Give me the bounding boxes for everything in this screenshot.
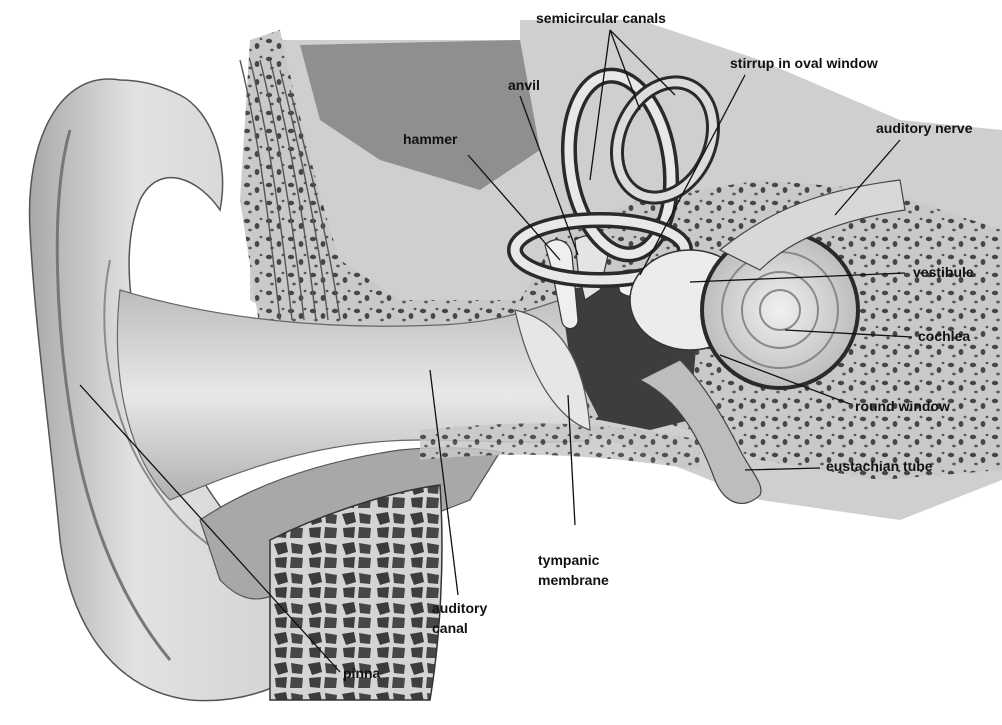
label-hammer: hammer	[403, 131, 457, 148]
label-auditory-nerve: auditory nerve	[876, 120, 972, 137]
label-vestibule: vestibule	[913, 264, 974, 281]
label-round-window: round window	[855, 398, 950, 415]
label-tympanic-membrane-line2: membrane	[538, 572, 609, 589]
label-cochlea: cochlea	[918, 328, 970, 345]
label-tympanic-membrane-line1: tympanic	[538, 552, 599, 569]
label-auditory-canal-line1: auditory	[432, 600, 487, 617]
label-anvil: anvil	[508, 77, 540, 94]
label-auditory-canal-line2: canal	[432, 620, 468, 637]
label-pinna: pinna	[343, 665, 380, 682]
label-semicircular-canals: semicircular canals	[536, 10, 666, 27]
label-stirrup: stirrup in oval window	[730, 55, 878, 72]
label-eustachian-tube: eustachian tube	[826, 458, 933, 475]
cochlea-shape	[702, 232, 858, 388]
